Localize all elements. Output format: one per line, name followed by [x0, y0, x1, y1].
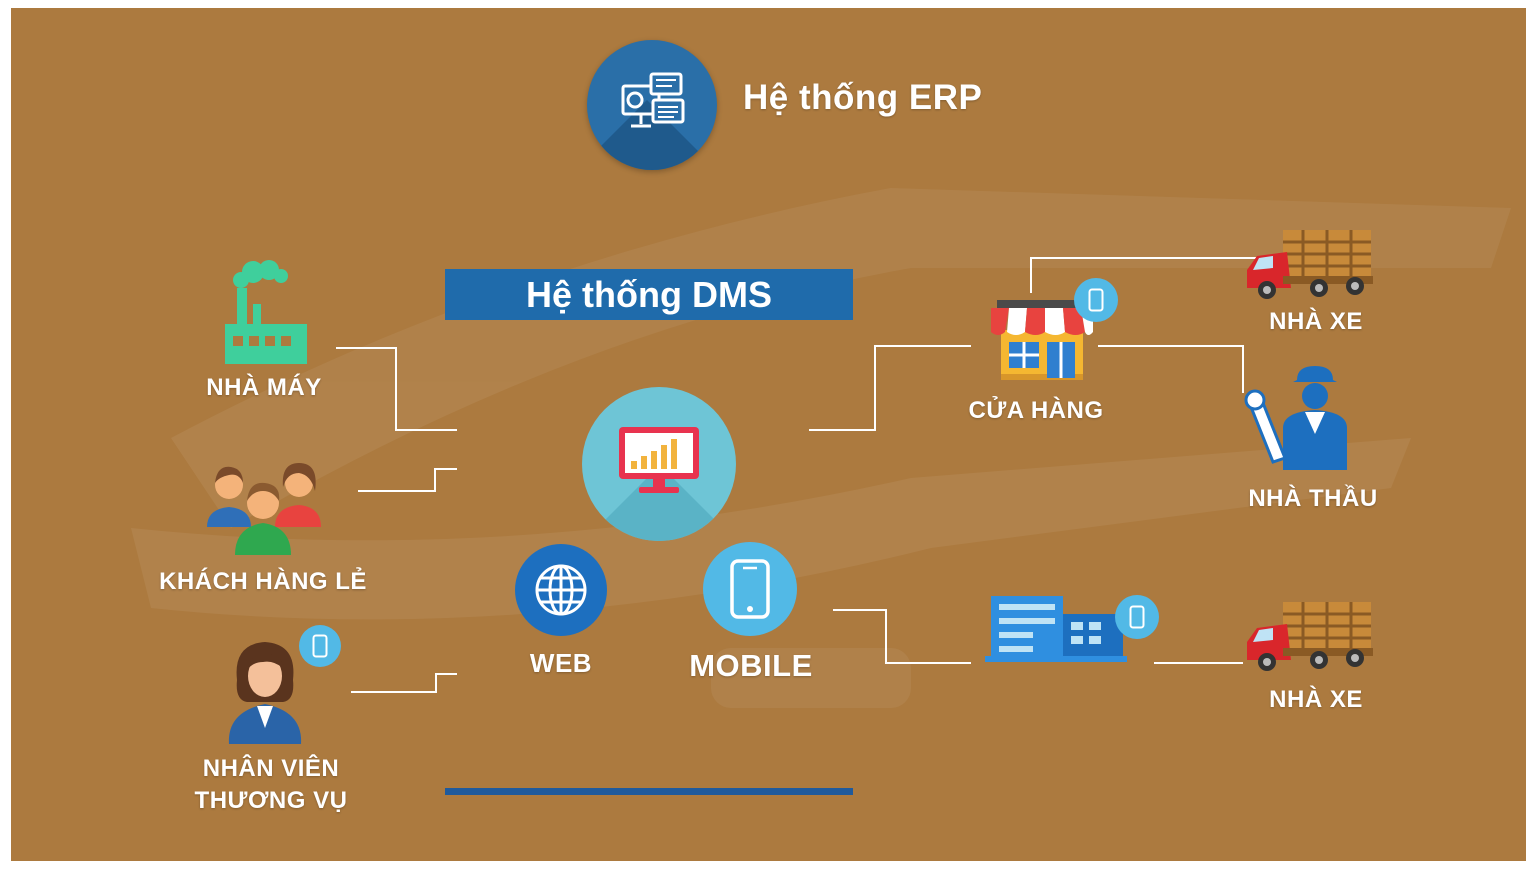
factory-label: NHÀ MÁY — [206, 374, 322, 401]
monitor-chart-icon — [619, 427, 699, 493]
connector-staff — [351, 673, 457, 693]
truck-icon — [1247, 230, 1373, 299]
staff-mobile-badge — [299, 625, 341, 667]
smartphone-icon — [730, 559, 770, 619]
smartphone-badge-icon — [1129, 605, 1145, 629]
transport-label-1: NHÀ XE — [1269, 308, 1363, 335]
globe-icon — [535, 564, 587, 616]
background-watermark — [131, 188, 1511, 708]
connector-store-contractor — [1098, 345, 1244, 393]
connector-store-truck — [1030, 257, 1256, 293]
truck-icon — [1247, 602, 1373, 671]
contractor-icon — [1244, 366, 1347, 470]
dms-bottom-bar — [445, 788, 853, 795]
dms-title: Hệ thống DMS — [526, 273, 772, 315]
store-mobile-badge — [1074, 278, 1118, 322]
dms-center-circle — [582, 387, 736, 541]
mobile-label: MOBILE — [689, 648, 813, 683]
erp-dashboard-icon — [621, 72, 685, 128]
customers-group-icon — [207, 463, 321, 555]
dms-banner: Hệ thống DMS — [445, 269, 853, 320]
mobile-channel — [703, 542, 797, 636]
store-icon — [991, 300, 1093, 380]
web-channel — [515, 544, 607, 636]
distributor-mobile-badge — [1115, 595, 1159, 639]
smartphone-badge-icon — [1088, 288, 1104, 312]
smartphone-badge-icon — [312, 634, 328, 658]
distributor-building-icon — [985, 596, 1127, 662]
diagram-canvas: Hệ thống ERP Hệ thống DMS — [11, 8, 1526, 861]
sales-staff-label-line1: NHÂN VIÊN — [202, 755, 340, 782]
contractor-label: NHÀ THẦU — [1248, 485, 1378, 512]
factory-icon — [225, 260, 307, 364]
connector-retail — [358, 468, 457, 492]
retail-customers-label: KHÁCH HÀNG LẺ — [159, 568, 367, 595]
transport-label-2: NHÀ XE — [1269, 686, 1363, 713]
erp-circle — [587, 40, 717, 170]
store-label: CỬA HÀNG — [968, 397, 1104, 424]
connector-distributor — [833, 609, 971, 664]
connector-store — [809, 345, 971, 431]
sales-staff-icon — [228, 642, 302, 744]
web-label: WEB — [529, 648, 593, 678]
sales-staff-label-line2: THƯƠNG VỤ — [194, 787, 348, 814]
connector-factory — [336, 347, 457, 431]
connector-lines — [336, 257, 1256, 693]
erp-title: Hệ thống ERP — [743, 78, 983, 117]
